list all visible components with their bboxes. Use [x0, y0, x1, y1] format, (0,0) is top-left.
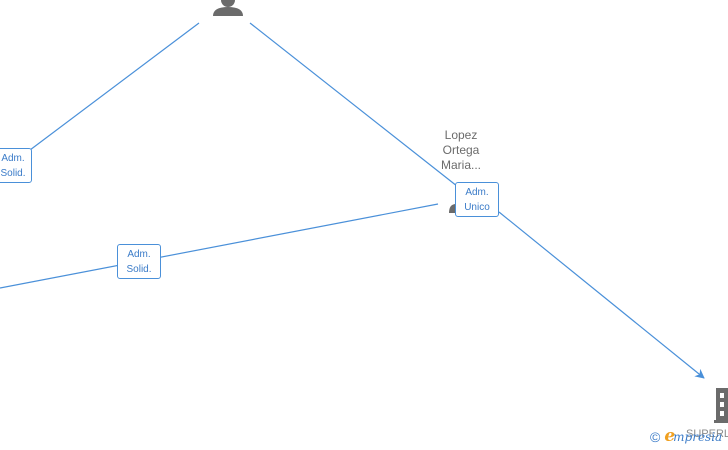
- edge-label-line: Adm.: [127, 249, 151, 260]
- edge-label-adm-unico: Adm. Unico: [455, 182, 499, 217]
- person-icon[interactable]: [213, 0, 243, 16]
- edge-person-right-to-company: [498, 211, 705, 379]
- edge-label-adm-solid: Adm. Solid.: [0, 148, 32, 183]
- edge-label-line: Solid.: [0, 168, 26, 179]
- copyright-icon: ©: [650, 429, 661, 445]
- edge-top-to-left: [29, 22, 200, 151]
- edge-label-line: Unico: [464, 202, 490, 213]
- building-icon[interactable]: [714, 388, 728, 423]
- person-name[interactable]: Lopez Ortega Maria...: [421, 128, 501, 173]
- edge-label-adm-solid: Adm. Solid.: [117, 244, 161, 279]
- edge-label-line: Adm.: [465, 187, 489, 198]
- edge-left-to-person-right: [0, 203, 439, 289]
- edge-top-to-person-right: [249, 22, 463, 191]
- company-name[interactable]: SUPERL: [686, 428, 728, 440]
- edge-label-line: Adm.: [1, 153, 25, 164]
- person-name-line: Lopez: [444, 128, 478, 142]
- empresia-watermark: © empresia: [650, 428, 722, 446]
- brand-logo-text: mpresia: [673, 430, 723, 444]
- brand-logo: empresia: [664, 428, 722, 446]
- edge-label-line: Solid.: [126, 264, 152, 275]
- brand-logo-e: e: [664, 426, 676, 446]
- person-name-line: Maria...: [440, 158, 481, 172]
- person-name-line: Ortega: [442, 143, 480, 157]
